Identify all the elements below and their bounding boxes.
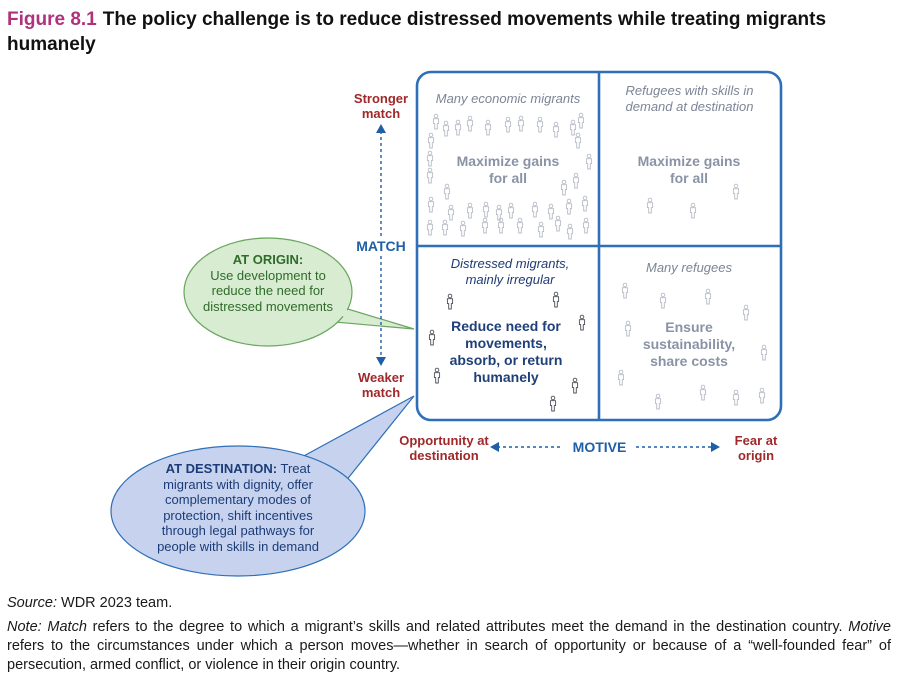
quadrant-bottom-right-label: Many refugees (646, 260, 732, 275)
source-text: WDR 2023 team. (61, 595, 173, 611)
note-label: Note: (7, 619, 42, 635)
origin-bubble-body-text: Use development to reduce the need for d… (202, 267, 334, 314)
axis-motive-label: MOTIVE (572, 439, 627, 455)
quadrant-top-right-policy: Maximize gains for all (637, 153, 741, 186)
axis-top-label: Stronger match (353, 91, 409, 121)
quadrant-bottom-left-label: Distressed migrants, mainly irregular (450, 256, 570, 287)
destination-bubble-text: AT DESTINATION: Treat migrants with dign… (148, 461, 328, 554)
destination-bubble-heading: AT DESTINATION: (165, 461, 278, 476)
note-term-match: Match (47, 619, 87, 635)
axis-bottom-label: Weaker match (357, 370, 404, 400)
destination-bubble-body-text: Treat migrants with dignity, offer compl… (157, 461, 319, 554)
quadrant-top-left-policy: Maximize gains for all (456, 153, 560, 186)
origin-bubble (183, 237, 415, 347)
motive-axis-arrow-right (711, 442, 720, 452)
source-label: Source: (7, 595, 57, 611)
note-text-match: refers to the degree to which a migrant’… (92, 619, 843, 635)
note-term-motive: Motive (848, 619, 891, 635)
match-axis-arrow-up (376, 124, 386, 133)
note-paragraph: Note: Match refers to the degree to whic… (7, 618, 891, 675)
figure-number: Figure 8.1 (7, 9, 97, 30)
note-text-motive: refers to the circumstances under which … (7, 638, 891, 673)
motive-axis-arrow-left (490, 442, 499, 452)
quadrant-top-right-label: Refugees with skills in demand at destin… (625, 83, 754, 114)
destination-bubble-body (110, 445, 366, 577)
origin-bubble-body (183, 237, 353, 347)
match-axis-arrow-down (376, 357, 386, 366)
destination-bubble (110, 395, 415, 577)
figure-title-text: The policy challenge is to reduce distre… (7, 9, 827, 55)
axis-left-label: Opportunity at destination (399, 433, 489, 463)
origin-bubble-text: AT ORIGIN: Use development to reduce the… (200, 252, 336, 314)
quadrant-bottom-left-policy: Reduce need for movements, absorb, or re… (449, 318, 563, 385)
axis-match-label: MATCH (356, 238, 406, 254)
source-line: Source: WDR 2023 team. (7, 594, 891, 613)
quadrant-bottom-right-policy: Ensure sustainability, share costs (642, 319, 736, 369)
quadrant-top-left-label: Many economic migrants (435, 91, 581, 106)
origin-bubble-heading: AT ORIGIN: (232, 252, 304, 267)
axis-right-label: Fear at origin (734, 433, 778, 463)
